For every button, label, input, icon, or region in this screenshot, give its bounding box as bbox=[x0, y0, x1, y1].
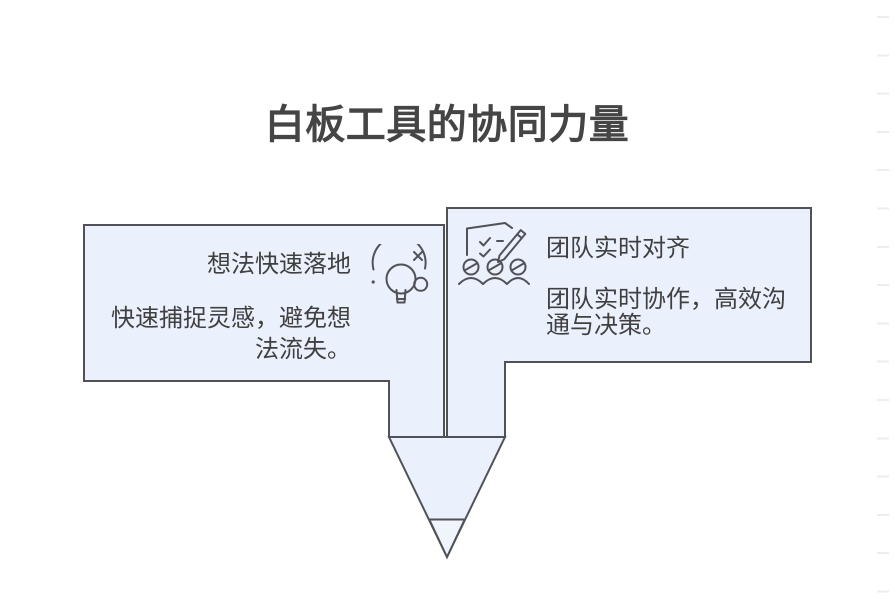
card-team: 团队实时对齐 团队实时协作，高效沟通与决策。 bbox=[447, 208, 811, 362]
card-ideas: 想法快速落地 快速捕捉灵感，避免想法流失。 bbox=[83, 225, 444, 381]
page-title: 白板工具的协同力量 bbox=[264, 103, 630, 147]
card-team-body: 团队实时协作，高效沟通与决策。 bbox=[546, 286, 786, 339]
pencil-lead-shape bbox=[427, 518, 467, 560]
pencil-point-shape bbox=[387, 436, 507, 560]
lightbulb-cycle-icon bbox=[371, 244, 429, 304]
card-ideas-body: 快速捕捉灵感，避免想法流失。 bbox=[111, 305, 351, 363]
card-ideas-title: 想法快速落地 bbox=[207, 251, 351, 278]
card-team-title: 团队实时对齐 bbox=[546, 235, 690, 262]
checklist-team-icon bbox=[458, 222, 530, 285]
